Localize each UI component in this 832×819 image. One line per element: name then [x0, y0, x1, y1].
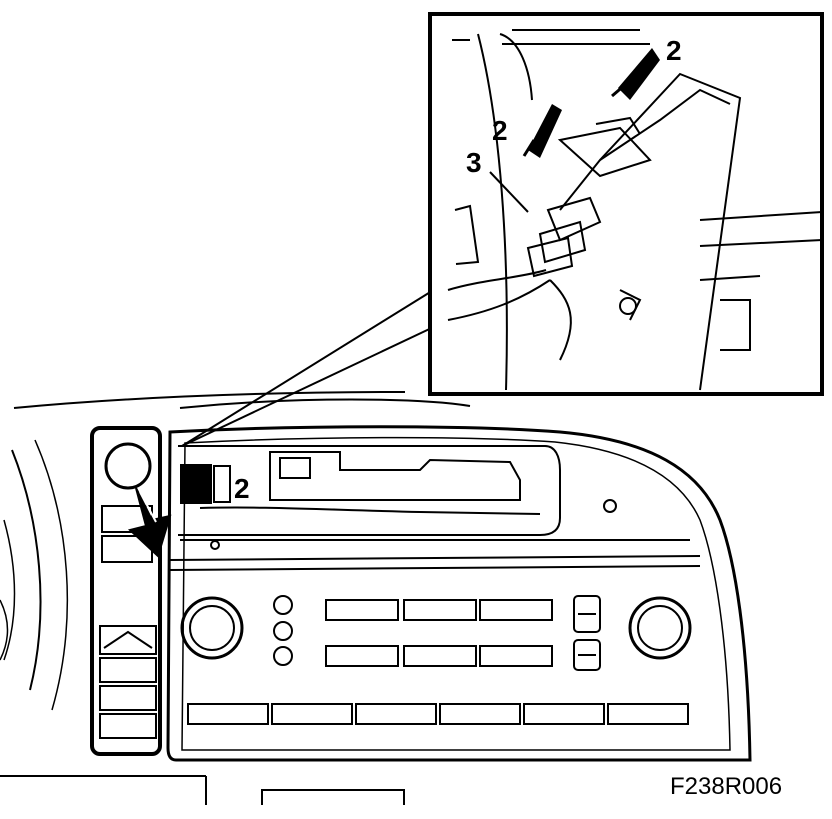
left-vent-panel: [90, 426, 162, 756]
control-knob-right: [628, 596, 692, 660]
inset-leader-lines: [181, 285, 441, 447]
button-row-middle: [325, 645, 553, 667]
connector-leader: [489, 171, 529, 213]
lower-dash-fragment: [261, 789, 405, 805]
indicator-lamps: [273, 595, 293, 666]
rocker-switches: [573, 595, 601, 671]
button-row-lower: [187, 703, 689, 725]
dashboard-outline: [0, 391, 471, 805]
removal-arrow-main: [127, 487, 172, 558]
inset-arrow-upper: [611, 48, 660, 100]
callout-inset-connector: 3: [466, 147, 482, 178]
detail-inset: 2 2 3: [428, 12, 824, 396]
inset-arrow-left: [522, 104, 562, 158]
panel-release-tab: [180, 464, 212, 504]
callout-main-panel: 2: [234, 473, 250, 504]
instrument-panel-slot: [178, 445, 690, 550]
figure-id-label: F238R006: [670, 773, 782, 800]
callout-inset-upper-right: 2: [666, 35, 682, 66]
control-knob-left: [180, 596, 244, 660]
centre-console: [166, 425, 752, 762]
button-row-upper: [325, 599, 553, 621]
callout-inset-upper-left: 2: [492, 115, 508, 146]
panel-release-tab-outline: [213, 465, 231, 503]
